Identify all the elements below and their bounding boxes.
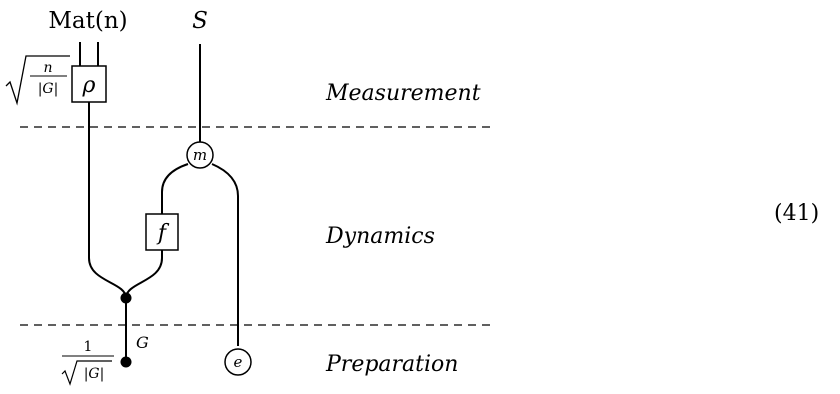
label-mat-n: Mat(n) [48,8,127,34]
region-preparation: Preparation [325,352,458,377]
rho-label: ρ [82,73,96,98]
wire-f-to-copy [125,250,163,299]
wire-m-to-e [211,163,239,346]
region-measurement: Measurement [325,81,481,106]
f-box [145,213,179,251]
bottom-coefficient: 1 |G| [61,339,114,386]
equation-number: (41) [774,201,819,226]
rho-box [71,65,107,103]
m-node [186,141,214,169]
copy-node [120,292,132,304]
top-coefficient-numerator: n [43,60,52,76]
bottom-coefficient-numerator: 1 [84,339,93,355]
m-label: m [193,146,207,164]
bottom-coefficient-denominator: |G| [84,366,105,382]
top-coefficient: n |G| [5,55,70,106]
wire-rho-to-copy [88,102,127,299]
e-node [224,348,252,376]
top-coefficient-denominator: |G| [38,81,59,97]
uniform-state-node [120,356,132,368]
region-dynamics: Dynamics [325,224,435,249]
e-label: e [234,353,243,371]
label-g: G [136,333,149,352]
wire-f-to-m [161,163,189,214]
label-s: S [192,8,208,34]
